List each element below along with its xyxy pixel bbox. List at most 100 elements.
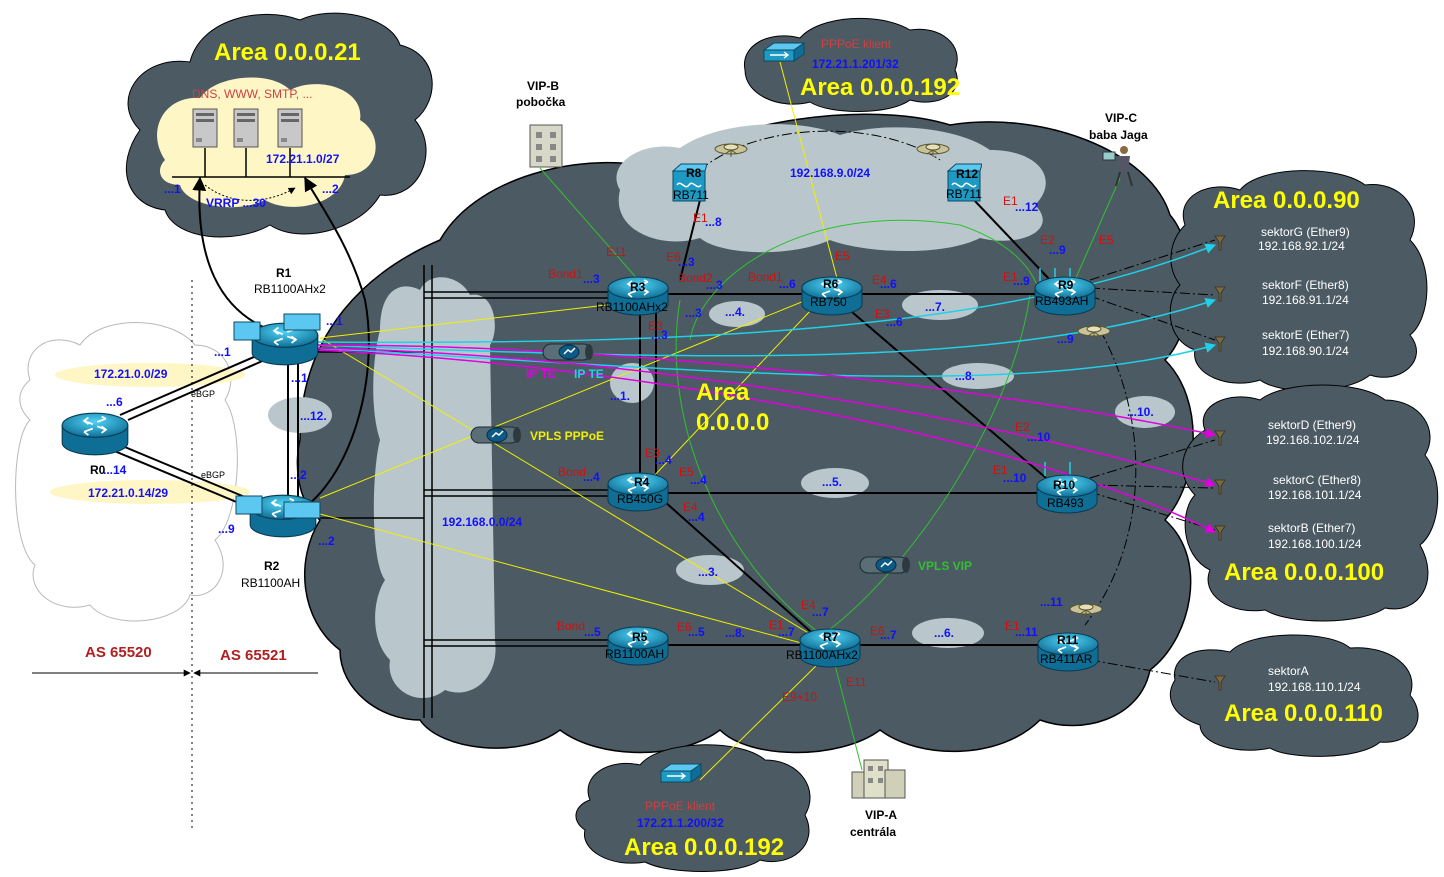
r2-model: RB1100AH bbox=[241, 576, 300, 590]
services-subnet: 172.21.1.0/27 bbox=[266, 152, 340, 166]
router-r0-icon[interactable] bbox=[61, 412, 129, 456]
interface-label: ...7. bbox=[925, 300, 945, 314]
ebgp-2-label: eBGP bbox=[201, 470, 225, 480]
net-wifi9: 192.168.9.0/24 bbox=[790, 166, 870, 180]
interface-label: ...10 bbox=[1027, 430, 1051, 444]
interface-label: ...5. bbox=[822, 475, 842, 489]
interface-label: ...8. bbox=[955, 369, 975, 383]
r10-name: R10 bbox=[1053, 478, 1075, 492]
services-title: DNS, WWW, SMTP, ... bbox=[192, 87, 312, 101]
interface-label: E1 bbox=[1003, 194, 1018, 208]
interface-label: E1 bbox=[693, 211, 708, 225]
interface-label: ...1 bbox=[291, 371, 308, 385]
interface-label: ...6 bbox=[880, 277, 897, 291]
interface-label: ...9 bbox=[218, 522, 235, 536]
network-labels: 192.168.9.0/24 192.168.0.0/24 172.21.0.0… bbox=[88, 166, 870, 529]
sector-b-net: 192.168.100.1/24 bbox=[1268, 537, 1362, 551]
vipb-l2: pobočka bbox=[516, 95, 566, 109]
r4-model: RB450G bbox=[617, 492, 663, 506]
interface-label: E1 bbox=[1005, 619, 1020, 633]
vpls-vip-links bbox=[539, 167, 1121, 771]
interface-label: ...6 bbox=[886, 315, 903, 329]
interface-label: Bond1 bbox=[548, 267, 583, 281]
r0-name: R0 bbox=[90, 463, 106, 477]
cloud-area-90 bbox=[1169, 170, 1428, 392]
vipc-l2: baba Jaga bbox=[1089, 128, 1148, 142]
sector-c-name: sektorC (Ether8) bbox=[1273, 473, 1361, 487]
interface-label: ...4 bbox=[690, 473, 707, 487]
interface-label: ...4. bbox=[725, 305, 745, 319]
r8-model: RB711 bbox=[673, 188, 709, 202]
tunnel-labels: IP TE IP TE VPLS PPPoE VPLS VIP bbox=[526, 367, 972, 573]
vrrp-label: VRRP ...30 bbox=[206, 196, 266, 210]
interface-label: ...1. bbox=[610, 389, 630, 403]
r3-name: R3 bbox=[630, 280, 646, 294]
interface-label: ...9 bbox=[1057, 332, 1074, 346]
interface-label: E11 bbox=[846, 675, 867, 689]
ip-te-2-label: IP TE bbox=[574, 367, 604, 381]
interface-label: E3 bbox=[645, 446, 660, 460]
interface-label: E5 bbox=[835, 249, 850, 263]
interface-label: ...12. bbox=[300, 409, 327, 423]
area-21-label: Area 0.0.0.21 bbox=[214, 39, 361, 66]
interface-label: ...3 bbox=[651, 328, 668, 342]
interface-label: E9+10 bbox=[782, 690, 817, 704]
area-0-label-1: Area bbox=[696, 379, 750, 406]
switch-r2-icon bbox=[235, 495, 321, 519]
interface-label: Bond2 bbox=[678, 271, 713, 285]
pppoe-bottom-label: PPPoE klient bbox=[645, 799, 716, 813]
hq-building-icon bbox=[851, 759, 906, 799]
r7-name: R7 bbox=[823, 630, 839, 644]
area-90-label: Area 0.0.0.90 bbox=[1213, 187, 1360, 214]
r2-name: R2 bbox=[264, 559, 280, 573]
r9-name: R9 bbox=[1058, 278, 1074, 292]
vpls-pppoe-tunnel-icon bbox=[470, 426, 522, 444]
as-right-label: AS 65521 bbox=[220, 647, 287, 664]
r11-name: R11 bbox=[1057, 633, 1079, 647]
r11-model: RB411AR bbox=[1040, 652, 1093, 666]
ip-te-tunnel-icon bbox=[542, 343, 594, 361]
sector-labels: sektorG (Ether9) 192.168.92.1/24 sektorF… bbox=[1258, 225, 1362, 694]
vpls-vip-tunnel-icon bbox=[859, 556, 911, 574]
interface-label: Bond bbox=[557, 619, 585, 633]
vipa-l2: centrála bbox=[850, 825, 896, 839]
interface-label: E1 bbox=[993, 463, 1008, 477]
interface-label: E3 bbox=[875, 307, 890, 321]
interface-label: E5 bbox=[679, 465, 694, 479]
core-bus bbox=[318, 265, 640, 718]
interface-label: ...10. bbox=[1127, 405, 1154, 419]
sector-a-name: sektorA bbox=[1268, 664, 1309, 678]
interface-label: ...5 bbox=[688, 625, 705, 639]
vpls-pppoe-label: VPLS PPPoE bbox=[530, 429, 604, 443]
interface-label: Bond bbox=[558, 465, 586, 479]
r1-name: R1 bbox=[276, 266, 292, 280]
interface-label: ...8. bbox=[725, 626, 745, 640]
area-110-label: Area 0.0.0.110 bbox=[1224, 700, 1383, 727]
sector-b-name: sektorB (Ether7) bbox=[1268, 521, 1355, 535]
vpls-vip-label: VPLS VIP bbox=[918, 559, 972, 573]
ip-te-magenta bbox=[314, 344, 1217, 533]
pppoe-client-bottom-icon bbox=[660, 763, 702, 783]
sector-e-name: sektorE (Ether7) bbox=[1262, 328, 1349, 342]
r5-name: R5 bbox=[632, 630, 648, 644]
interface-label: ...14 bbox=[103, 463, 127, 477]
services-left-ip: ...1 bbox=[164, 182, 181, 196]
interface-label: ...3 bbox=[706, 278, 723, 292]
area-0-label-2: 0.0.0.0 bbox=[696, 409, 769, 436]
r12-model: RB711 bbox=[946, 187, 982, 201]
interface-label: ...12 bbox=[1015, 200, 1039, 214]
cloud-light-regions bbox=[268, 124, 1175, 699]
as-labels: AS 65520 AS 65521 eBGP eBGP iBGP bbox=[85, 389, 287, 664]
r1-model: RB1100AHx2 bbox=[254, 282, 326, 296]
interface-label: ...4 bbox=[583, 470, 600, 484]
interface-label: E6 bbox=[677, 620, 692, 634]
pppoe-bottom-ip: 172.21.1.200/32 bbox=[637, 816, 724, 830]
interface-label: ...4 bbox=[688, 510, 705, 524]
sector-g-net: 192.168.92.1/24 bbox=[1258, 239, 1345, 253]
cloud-area-110 bbox=[1169, 634, 1419, 757]
vpls-pppoe-links bbox=[319, 61, 839, 781]
interface-label: ...9 bbox=[1013, 274, 1030, 288]
vipc-l1: VIP-C bbox=[1105, 111, 1137, 125]
site-labels: VIP-B pobočka VIP-C baba Jaga VIP-A cent… bbox=[516, 79, 1148, 839]
